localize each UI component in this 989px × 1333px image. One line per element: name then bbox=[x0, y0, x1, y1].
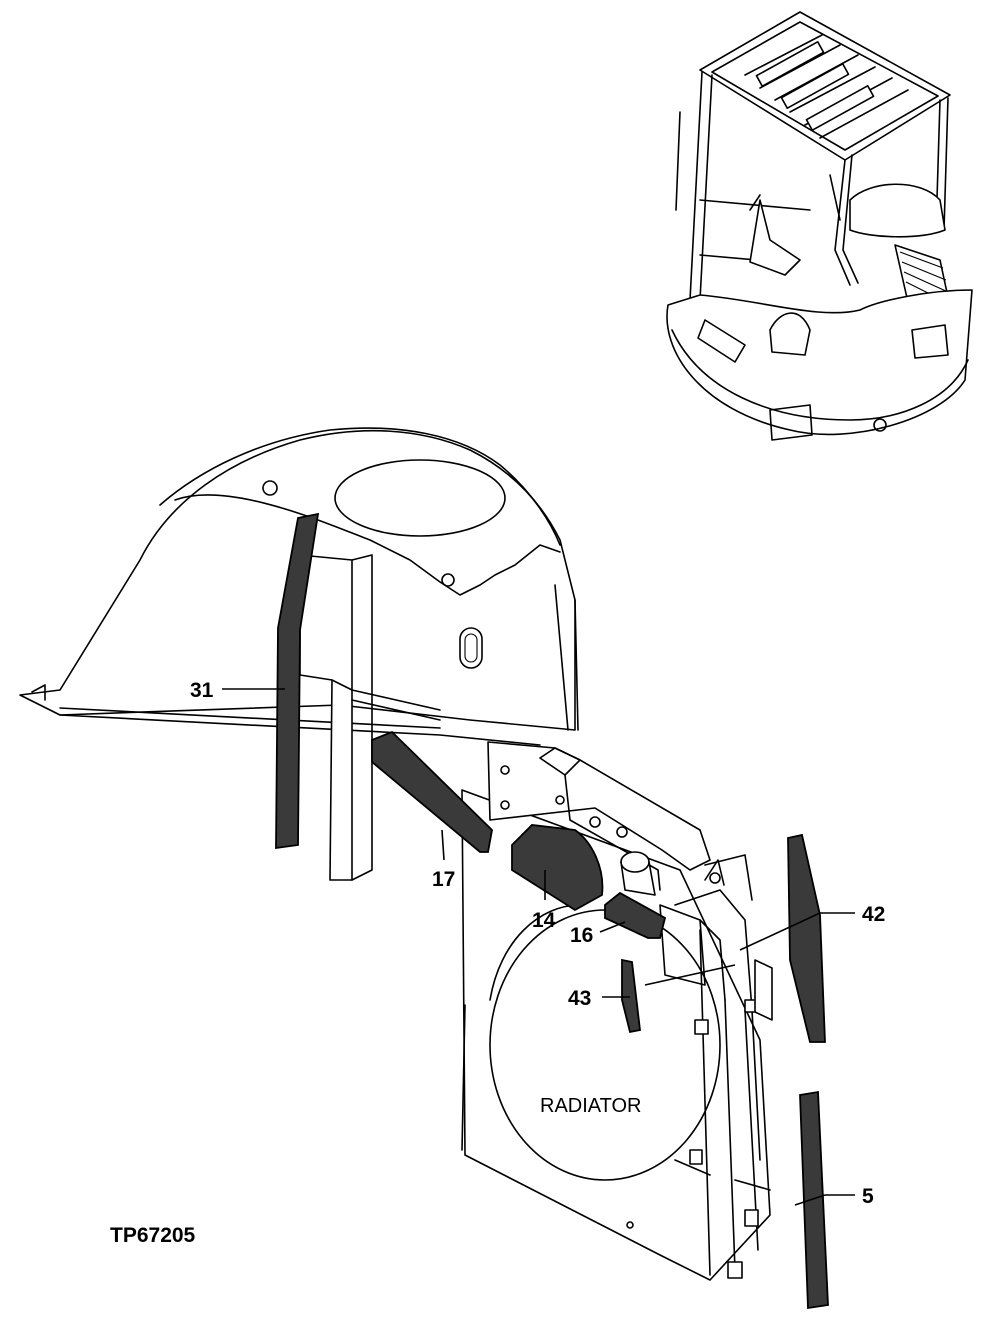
seal-31 bbox=[275, 512, 320, 850]
callout-14: 14 bbox=[532, 909, 556, 932]
callout-43: 43 bbox=[568, 987, 591, 1010]
seal-5 bbox=[799, 1090, 829, 1310]
seal-16 bbox=[604, 891, 667, 939]
excavator-overview bbox=[666, 11, 973, 441]
callout-42: 42 bbox=[862, 903, 885, 926]
seal-43 bbox=[621, 958, 641, 1034]
callout-17: 17 bbox=[432, 868, 455, 891]
callout-5: 5 bbox=[862, 1185, 874, 1208]
seal-14 bbox=[511, 824, 604, 912]
seal-42 bbox=[787, 833, 826, 1043]
seals bbox=[275, 512, 829, 1310]
figure-id: TP67205 bbox=[110, 1224, 196, 1247]
callout-labels: 31 17 14 16 42 43 5 bbox=[190, 679, 885, 1208]
seal-17 bbox=[371, 730, 493, 853]
leader-lines bbox=[222, 688, 855, 1206]
callout-31: 31 bbox=[190, 679, 214, 702]
radiator-label: RADIATOR bbox=[540, 1095, 642, 1117]
callout-16: 16 bbox=[570, 924, 593, 947]
radiator-assembly bbox=[461, 741, 773, 1281]
